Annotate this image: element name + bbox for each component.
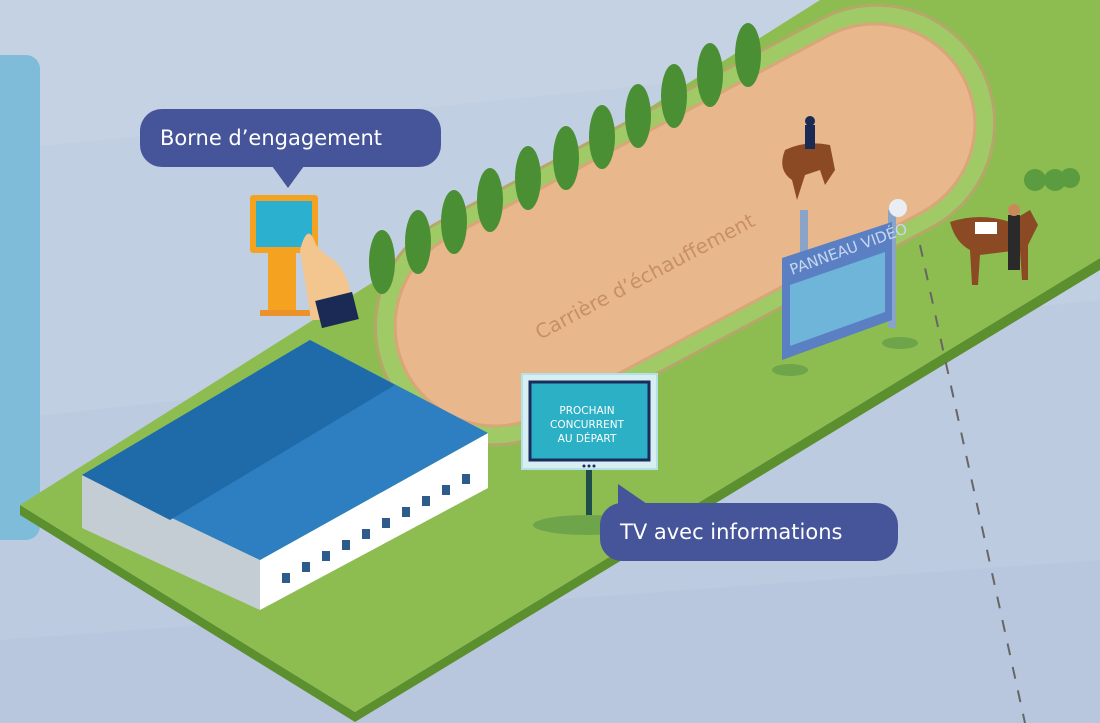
info-tv [521, 373, 658, 535]
tv-line-1: PROCHAIN [559, 405, 615, 417]
callout-registration-kiosk: Borne d’engagement [140, 109, 441, 167]
callout-tv-text: TV avec informations [620, 520, 843, 544]
tv-screen-text: PROCHAIN CONCURRENT AU DÉPART [531, 396, 643, 454]
callout-tail-tv [618, 484, 650, 506]
indoor-arena-building [82, 340, 488, 610]
registration-kiosk [250, 195, 359, 329]
tv-line-3: AU DÉPART [557, 433, 617, 445]
callout-borne-text: Borne d’engagement [160, 126, 383, 150]
side-panel [0, 55, 40, 540]
video-board [772, 199, 918, 376]
cable-dashed-line [919, 244, 1026, 723]
tree-row [369, 23, 761, 294]
bush [1024, 168, 1080, 191]
callout-tail-borne [272, 166, 304, 188]
rider-on-horse [782, 116, 835, 200]
horse-with-handler [950, 204, 1038, 285]
tv-line-2: CONCURRENT [550, 419, 624, 431]
callout-info-tv: TV avec informations [600, 503, 898, 561]
